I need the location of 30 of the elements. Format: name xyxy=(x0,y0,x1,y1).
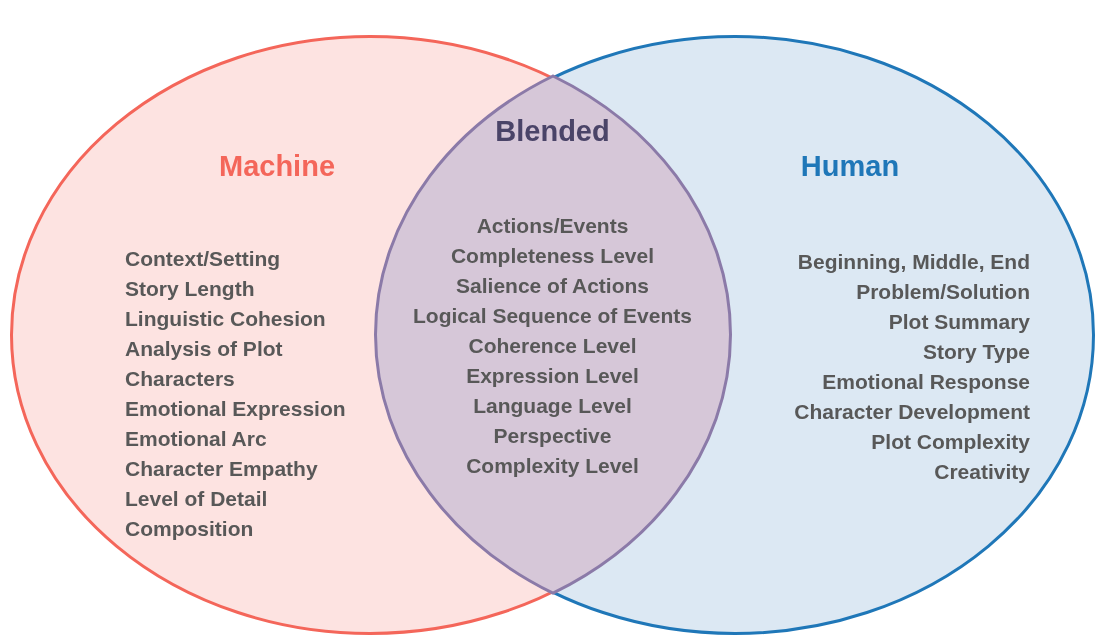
trait-label: Actions/Events xyxy=(476,214,629,238)
trait-label: Character Development xyxy=(794,400,1030,424)
trait-label: Plot Summary xyxy=(888,310,1030,334)
trait-label: Emotional Arc xyxy=(125,427,267,451)
trait-label: Perspective xyxy=(493,424,612,448)
trait-label: Context/Setting xyxy=(125,247,281,271)
trait-label: Completeness Level xyxy=(450,244,655,268)
trait-label: Story Length xyxy=(125,277,255,301)
trait-label: Plot Complexity xyxy=(871,430,1030,454)
trait-label: Logical Sequence of Events xyxy=(413,304,692,328)
trait-label: Emotional Expression xyxy=(125,397,346,421)
trait-label: Salience of Actions xyxy=(456,274,649,298)
set-title: Blended xyxy=(495,115,610,148)
trait-label: Problem/Solution xyxy=(856,280,1030,304)
set-title: Human xyxy=(800,150,900,183)
trait-label: Story Type xyxy=(923,340,1030,364)
trait-label: Linguistic Cohesion xyxy=(125,307,326,331)
trait-label: Language Level xyxy=(473,394,632,418)
set-title: Machine xyxy=(219,150,335,183)
trait-label: Creativity xyxy=(934,460,1030,484)
trait-label: Characters xyxy=(125,367,235,391)
trait-label: Level of Detail xyxy=(125,487,268,511)
trait-label: Beginning, Middle, End xyxy=(797,250,1030,274)
trait-label: Complexity Level xyxy=(466,454,639,478)
trait-label: Coherence Level xyxy=(468,334,637,358)
trait-label: Analysis of Plot xyxy=(125,337,283,361)
trait-label: Composition xyxy=(125,517,254,541)
trait-label: Expression Level xyxy=(466,364,639,388)
trait-label: Emotional Response xyxy=(822,370,1030,394)
trait-label: Character Empathy xyxy=(125,457,318,481)
